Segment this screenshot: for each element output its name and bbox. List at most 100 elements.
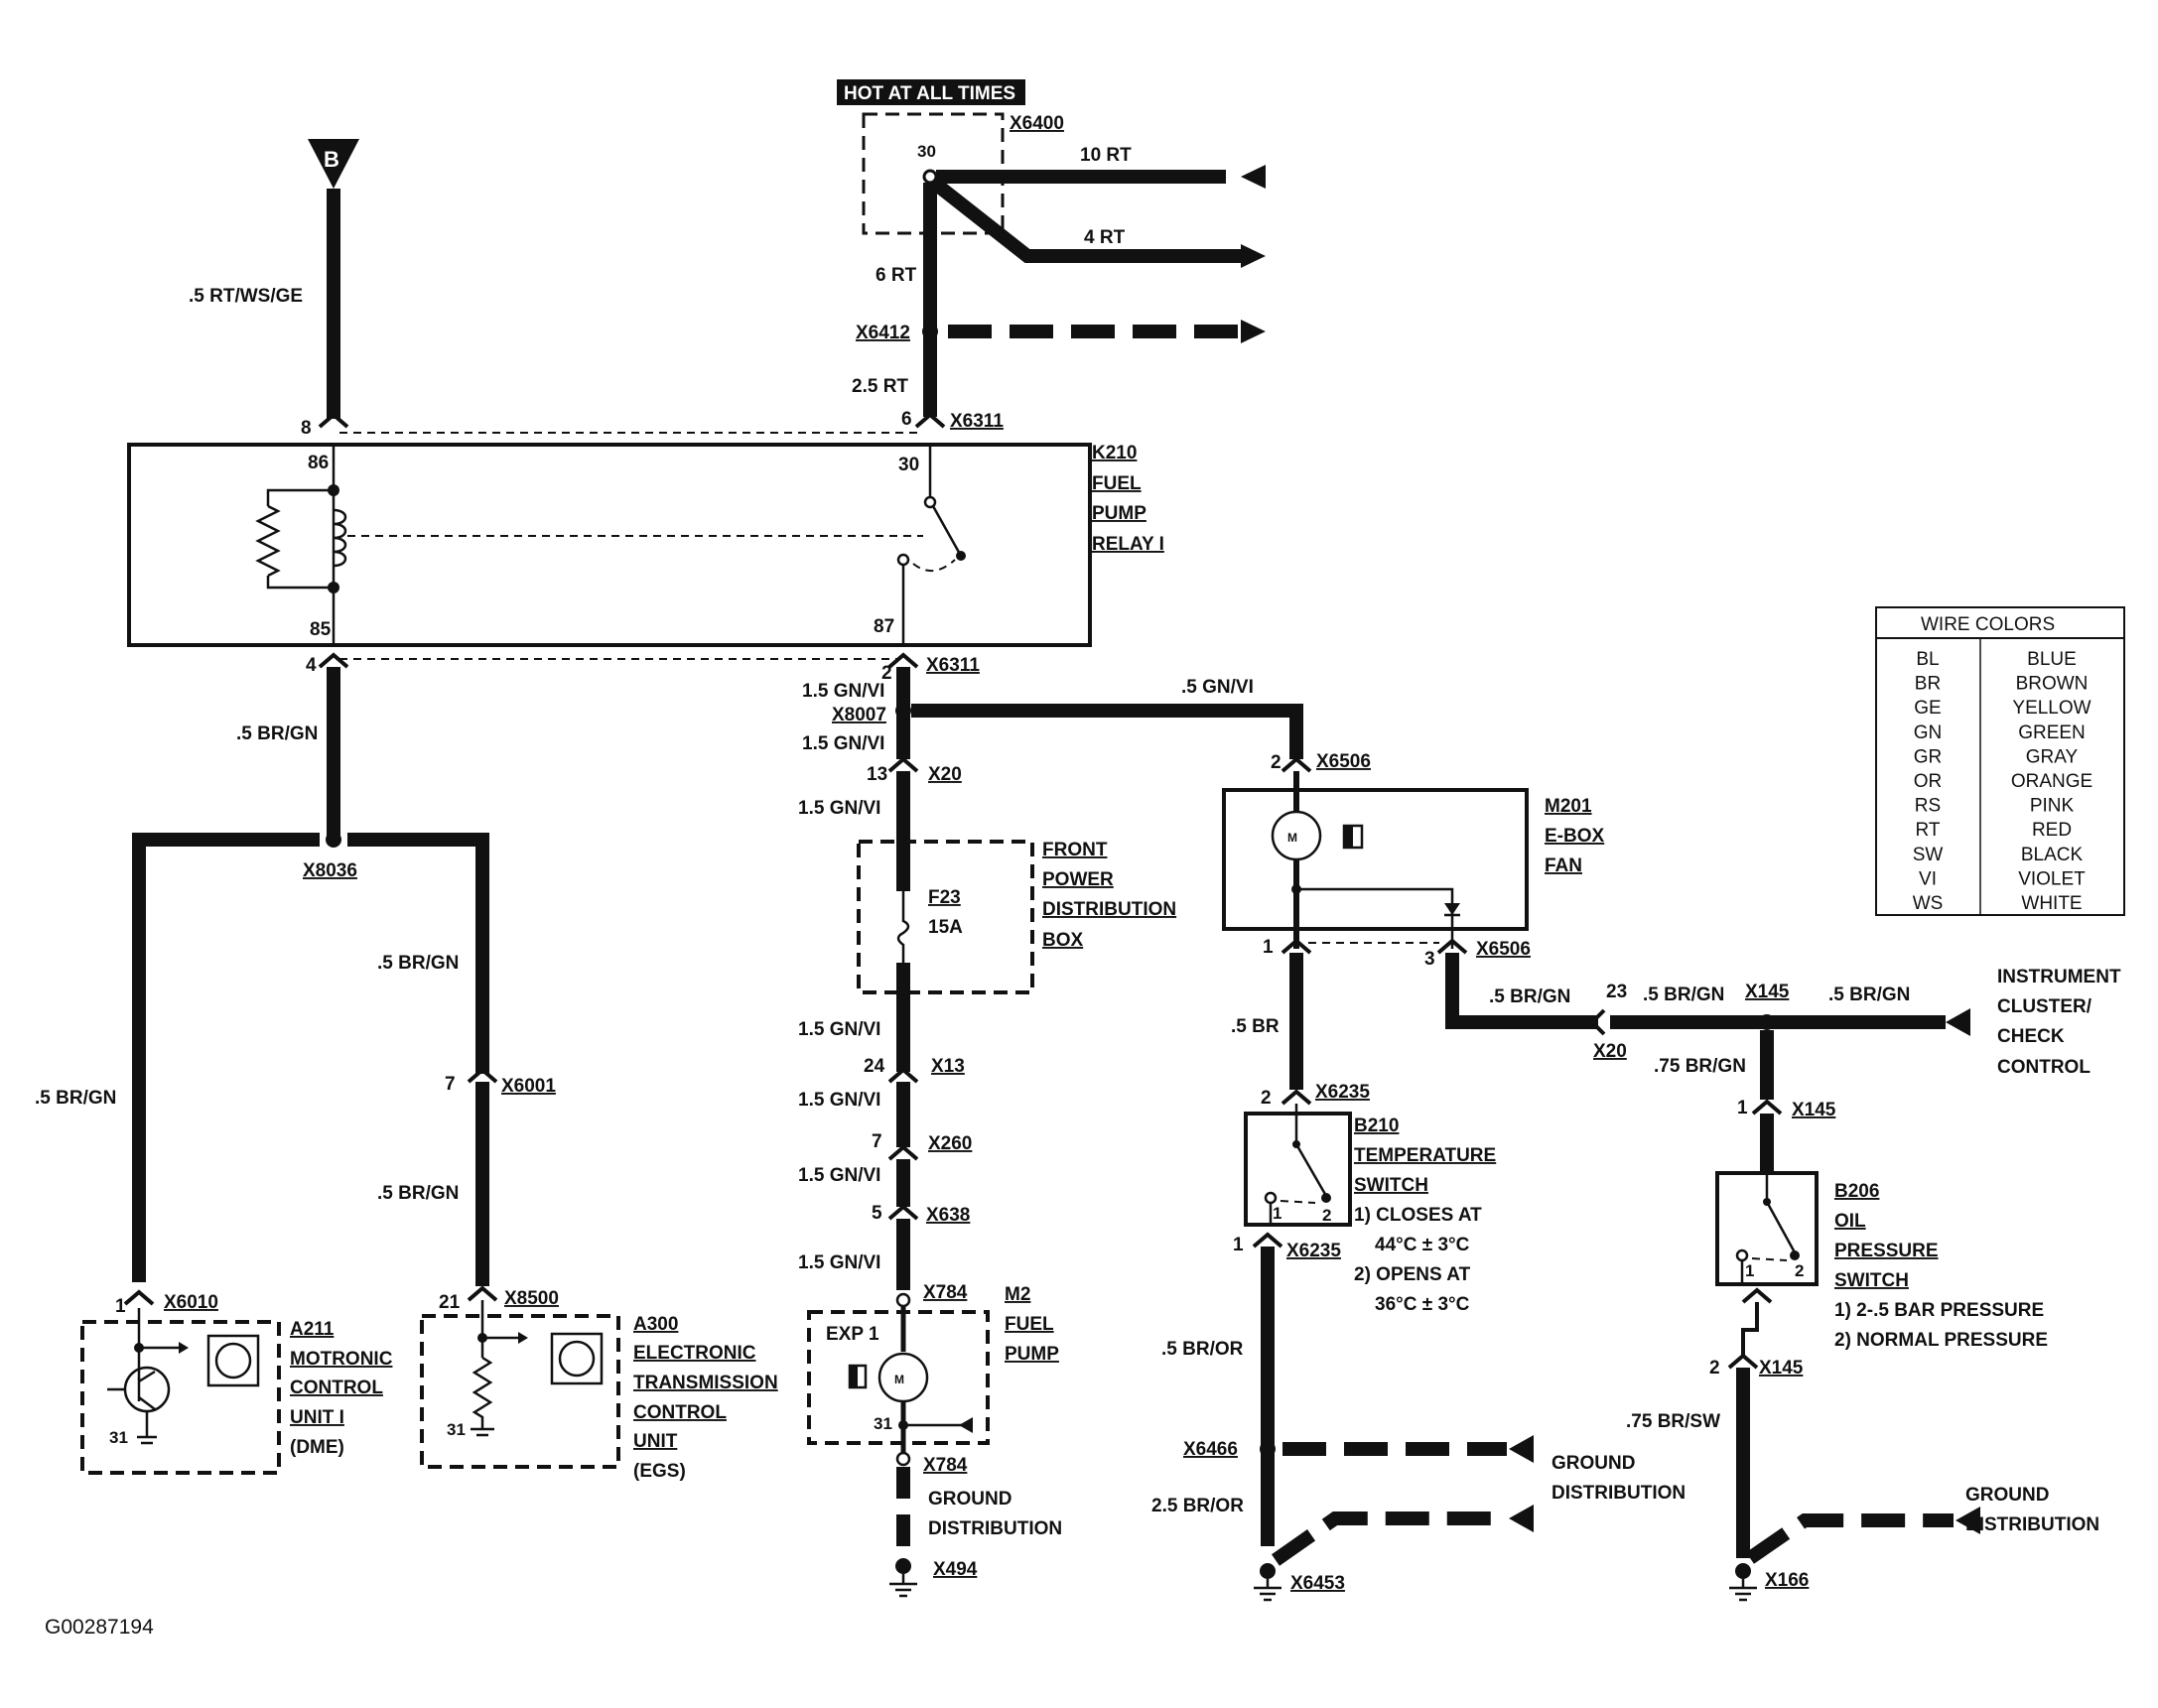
fpdb-label-1: FRONT xyxy=(1042,840,1108,860)
pin-label: 2 xyxy=(1322,1206,1331,1225)
gd-right-label-1: GROUND xyxy=(1965,1485,2049,1506)
m2-id: M2 xyxy=(1005,1284,1030,1305)
legend-code: BR xyxy=(1915,674,1941,695)
pin-label: 2 xyxy=(881,663,892,684)
legend-code: SW xyxy=(1913,845,1944,865)
pin-label: 13 xyxy=(867,764,887,785)
cluster-label-3: CHECK xyxy=(1997,1026,2065,1047)
pin-label: 31 xyxy=(447,1420,466,1439)
k210-label-3: RELAY I xyxy=(1092,534,1164,555)
legend-color: PINK xyxy=(2030,796,2075,817)
legend-title: WIRE COLORS xyxy=(1921,614,2055,635)
connector-x6010: X6010 xyxy=(164,1292,218,1313)
fpdb-label-4: BOX xyxy=(1042,930,1084,951)
wire-br-gn: .5 BR/GN xyxy=(236,723,318,744)
gd-pump-label-2: DISTRIBUTION xyxy=(928,1518,1062,1539)
legend-color: GREEN xyxy=(2018,723,2086,743)
m201-label-2: FAN xyxy=(1545,855,1582,876)
b206-label-2: PRESSURE xyxy=(1834,1241,1939,1261)
legend-code: RS xyxy=(1915,796,1941,817)
figure-id: G00287194 xyxy=(45,1616,154,1639)
wire-gn-vi: 1.5 GN/VI xyxy=(798,1252,880,1273)
connector-b-label: B xyxy=(324,147,339,172)
pin-label: 24 xyxy=(864,1056,885,1077)
pin-label: 2 xyxy=(1709,1358,1720,1379)
k210-fuel-pump-relay: 86 30 85 87 K210 FUEL PUMP RELAY I xyxy=(127,443,1164,647)
connector-x6466: X6466 xyxy=(1183,1439,1238,1460)
a300-id: A300 xyxy=(633,1314,678,1335)
pin-label: 87 xyxy=(874,616,894,637)
pin-label: 1 xyxy=(1273,1204,1281,1223)
a300-label-5: (EGS) xyxy=(633,1461,686,1482)
pin-label: 30 xyxy=(917,142,936,161)
legend-code: GE xyxy=(1914,698,1941,719)
pin-label: 23 xyxy=(1606,982,1627,1002)
connector-x20-b: X20 xyxy=(1593,1041,1627,1062)
b210-label-1: TEMPERATURE xyxy=(1354,1145,1496,1166)
wire-gn-vi: 1.5 GN/VI xyxy=(798,798,880,819)
fpdb-label-3: DISTRIBUTION xyxy=(1042,899,1176,920)
cluster-label-4: CONTROL xyxy=(1997,1057,2091,1078)
b206-note-1: 1) 2-.5 BAR PRESSURE xyxy=(1834,1300,2044,1321)
pin-label: 5 xyxy=(872,1203,882,1224)
b206-note-2: 2) NORMAL PRESSURE xyxy=(1834,1330,2048,1351)
connector-x638: X638 xyxy=(926,1205,970,1226)
legend-code: VI xyxy=(1919,868,1937,889)
a211-label-4: (DME) xyxy=(290,1437,344,1458)
wire-br-gn: .5 BR/GN xyxy=(1828,985,1910,1005)
b210-note-3: 2) OPENS AT xyxy=(1354,1264,1471,1285)
wire-br-gn: .5 BR/GN xyxy=(377,953,459,974)
pin-label: 31 xyxy=(109,1428,128,1447)
hot-at-all-times-label: HOT AT ALL TIMES xyxy=(844,83,1015,104)
b210-id: B210 xyxy=(1354,1116,1399,1136)
wire-gn-vi: 1.5 GN/VI xyxy=(802,681,884,702)
pin-label: 8 xyxy=(301,418,312,439)
b206-id: B206 xyxy=(1834,1181,1879,1202)
connector-x166: X166 xyxy=(1765,1570,1809,1591)
pin-label: 1 xyxy=(1263,937,1274,958)
a300-label-2: TRANSMISSION xyxy=(633,1373,778,1393)
m201-id: M201 xyxy=(1545,796,1592,817)
a211-label-1: MOTRONIC xyxy=(290,1349,393,1370)
wire-10rt: 10 RT xyxy=(1080,145,1132,166)
legend-code: OR xyxy=(1914,771,1943,792)
connector-x145-bottom: X145 xyxy=(1759,1358,1804,1379)
connector-x494: X494 xyxy=(933,1559,978,1580)
svg-text:M: M xyxy=(1287,831,1297,845)
cluster-label-1: INSTRUMENT xyxy=(1997,967,2121,987)
connector-x8036: X8036 xyxy=(303,860,357,881)
connector-x6453: X6453 xyxy=(1290,1573,1345,1594)
a211-label-2: CONTROL xyxy=(290,1378,383,1398)
wire-br-gn: .5 BR/GN xyxy=(377,1183,459,1204)
wire-2-5rt: 2.5 RT xyxy=(852,376,908,397)
connector-x20: X20 xyxy=(928,764,962,785)
legend-code: WS xyxy=(1913,893,1944,914)
gd-mid-label-2: DISTRIBUTION xyxy=(1551,1483,1686,1504)
m2-label-1: FUEL xyxy=(1005,1314,1054,1335)
b210-note-2: 44°C ± 3°C xyxy=(1375,1235,1470,1255)
legend-color: BROWN xyxy=(2016,674,2089,695)
wire-gn-vi-small: .5 GN/VI xyxy=(1181,677,1254,698)
wire-75br-sw: .75 BR/SW xyxy=(1626,1411,1720,1432)
a211-label-3: UNIT I xyxy=(290,1407,344,1428)
b210-note-1: 1) CLOSES AT xyxy=(1354,1205,1482,1226)
connector-x6400: X6400 xyxy=(1010,113,1064,134)
legend-color: RED xyxy=(2032,820,2072,841)
wire-br: .5 BR xyxy=(1231,1016,1280,1037)
legend-color: WHITE xyxy=(2021,893,2082,914)
legend-code: BL xyxy=(1916,649,1939,670)
connector-x145-mid: X145 xyxy=(1792,1100,1836,1120)
connector-x8007: X8007 xyxy=(832,705,886,725)
wire-br-gn: .5 BR/GN xyxy=(1489,986,1570,1007)
connector-x6001: X6001 xyxy=(501,1076,556,1097)
a211-id: A211 xyxy=(290,1319,335,1340)
legend-color: ORANGE xyxy=(2011,771,2092,792)
legend-color: GRAY xyxy=(2026,746,2079,767)
hot-at-all-times-group: HOT AT ALL TIMES X6400 30 10 RT 4 RT 6 R… xyxy=(837,79,1266,432)
wire-gn-vi: 1.5 GN/VI xyxy=(798,1165,880,1186)
pin-label: 1 xyxy=(1745,1261,1754,1280)
m201-label-1: E-BOX xyxy=(1545,826,1605,847)
wire-rt-ws-ge: .5 RT/WS/GE xyxy=(189,286,303,307)
